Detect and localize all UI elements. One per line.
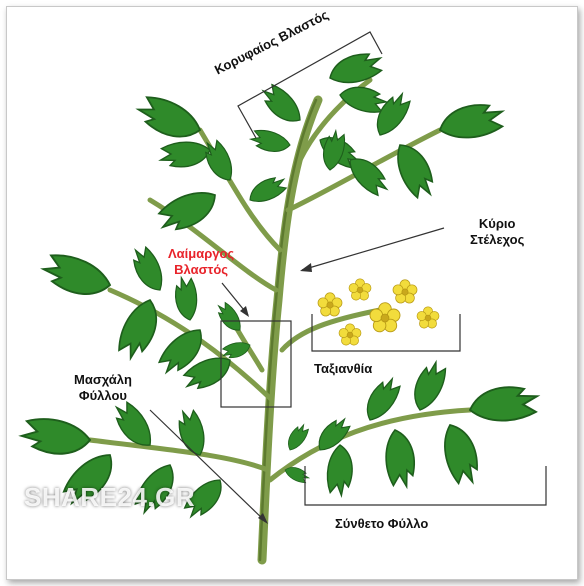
inflorescence-flowers <box>318 279 439 345</box>
label-sucker: Λαίμαργος Βλαστός <box>168 246 234 278</box>
label-sucker-line1: Λαίμαργος <box>168 246 234 262</box>
watermark: SHARE24.GR <box>24 482 195 513</box>
label-compound-leaf: Σύνθετο Φύλλο <box>335 516 428 532</box>
main-stem-arrow <box>302 228 444 270</box>
label-leaf-axil: Μασχάλη Φύλλου <box>74 372 132 404</box>
label-leaf-axil-line2: Φύλλου <box>74 388 132 404</box>
label-main-stem: Κύριο Στέλεχος <box>470 216 524 248</box>
label-main-stem-line1: Κύριο <box>470 216 524 232</box>
label-main-stem-line2: Στέλεχος <box>470 232 524 248</box>
label-sucker-line2: Βλαστός <box>168 262 234 278</box>
label-inflorescence: Ταξιανθία <box>314 361 372 377</box>
label-leaf-axil-line1: Μασχάλη <box>74 372 132 388</box>
